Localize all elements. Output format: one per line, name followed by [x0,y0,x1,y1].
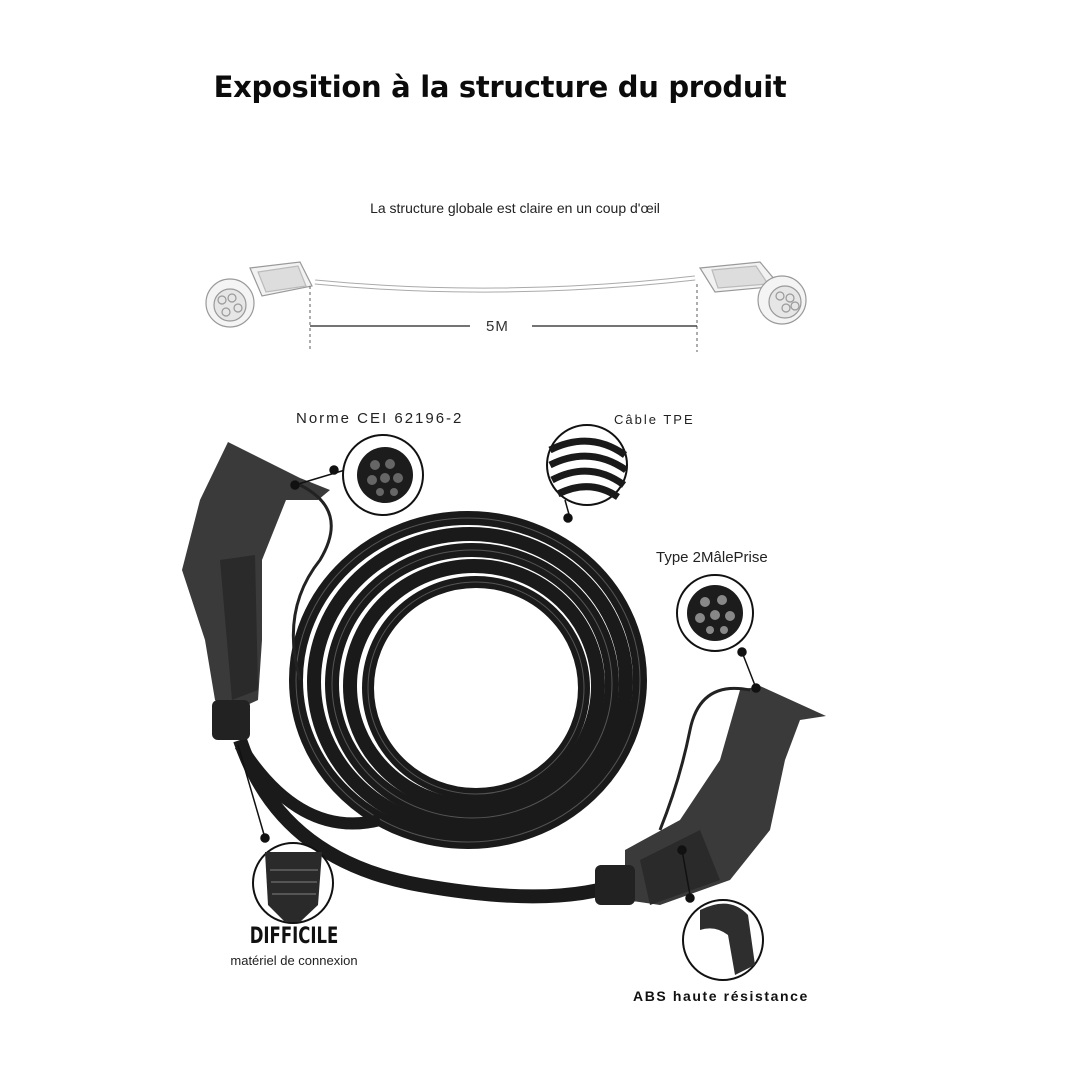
inset-cable-coil [546,424,628,506]
subtitle: La structure globale est claire en un co… [370,200,660,216]
callout-pointers [237,465,761,903]
page-title: Exposition à la structure du produit [213,70,787,104]
inset-strain-relief [252,842,334,924]
left-connector [182,442,333,740]
right-connector [595,686,826,905]
inset-handle-abs [682,899,764,981]
cable-label: Câble TPE [614,412,695,427]
abs-label: ABS haute résistance [633,988,809,1004]
difficile-label: DIFFICILE [249,924,339,949]
connection-material-label: matériel de connexion [230,953,358,968]
inset-plug-face [676,574,754,652]
right-connector-sketch-icon [698,261,807,325]
length-label: 5M [486,318,509,335]
plug-type-label: Type 2MâlePrise [656,549,768,566]
standard-label: Norme CEI 62196-2 [296,410,464,427]
coiled-cable [233,511,647,904]
inset-socket-face [342,434,424,516]
cable-line-drawing [205,261,807,352]
left-connector-sketch-icon [205,261,313,328]
